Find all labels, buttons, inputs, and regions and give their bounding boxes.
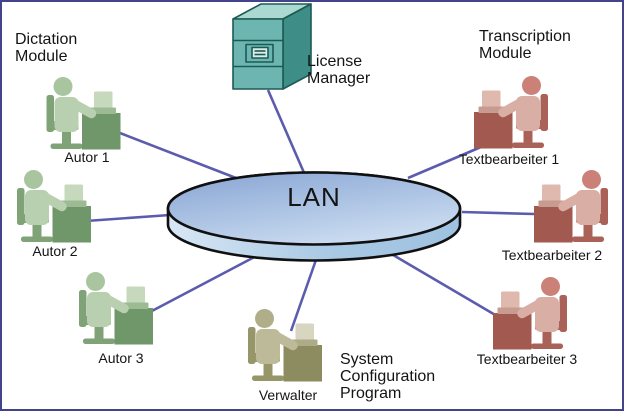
title-line: Module — [479, 45, 532, 62]
network-links — [85, 89, 535, 332]
lan-label: LAN — [287, 182, 341, 212]
title-line: License — [307, 53, 363, 70]
textbearbeiter3-workstation-icon — [493, 277, 567, 350]
title-line: Manager — [307, 70, 371, 87]
system-configuration-program-title: System Configuration Program — [340, 351, 435, 402]
link-textbearbeiter2-lan — [461, 210, 535, 216]
link-autor2-lan — [85, 213, 171, 223]
link-autor3-lan — [149, 251, 263, 314]
title-line: Transcription — [479, 28, 571, 45]
link-textbearbeiter1-lan — [407, 145, 482, 180]
link-verwalter-lan — [289, 256, 319, 332]
server-icon — [232, 3, 312, 90]
title-line: Configuration — [340, 368, 436, 385]
textbearbeiter1-workstation-icon — [474, 76, 548, 149]
title-line: Program — [340, 385, 402, 402]
title-line: System — [340, 351, 394, 368]
autor2-workstation-icon — [17, 170, 91, 243]
lan-disk-icon — [166, 171, 462, 262]
verwalter-workstation-icon — [248, 309, 322, 382]
license-manager-title: License Manager — [307, 53, 370, 87]
textbearbeiter-1-label: Textbearbeiter 1 — [458, 151, 560, 167]
textbearbeiter-3-label: Textbearbeiter 3 — [476, 351, 578, 367]
autor1-workstation-icon — [46, 77, 121, 150]
transcription-module-title: Transcription Module — [479, 28, 571, 62]
autor-2-label: Autor 2 — [32, 243, 78, 259]
textbearbeiter2-workstation-icon — [534, 170, 608, 243]
title-line: Dictation — [15, 31, 78, 48]
autor-3-label: Autor 3 — [98, 350, 144, 366]
autor3-workstation-icon — [79, 272, 153, 345]
verwalter-label: Verwalter — [258, 387, 318, 403]
link-autor1-lan — [119, 131, 237, 180]
link-textbearbeiter3-lan — [387, 250, 498, 318]
dictation-module-title: Dictation Module — [15, 31, 77, 65]
autor-1-label: Autor 1 — [64, 149, 110, 165]
link-server-lan — [266, 89, 307, 176]
title-line: Module — [15, 48, 68, 65]
textbearbeiter-2-label: Textbearbeiter 2 — [501, 247, 603, 263]
